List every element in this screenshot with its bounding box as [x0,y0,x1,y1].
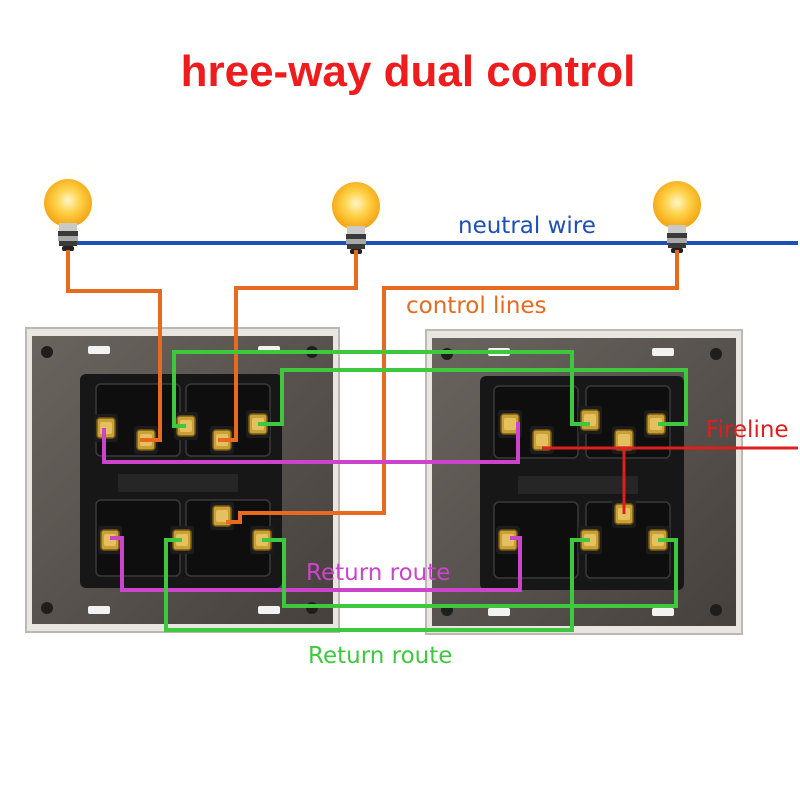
light-bulb-icon [30,165,106,251]
fireline [542,446,798,514]
switch-left [25,327,340,633]
diagram-title: hree-way dual control [181,47,636,96]
return-route-purple-label: Return route [306,560,450,586]
bulb-right [639,167,715,253]
return-route-green [164,350,688,632]
bulb-left [30,165,106,251]
return-route-green-label: Return route [308,643,452,669]
light-bulb-icon [639,167,715,253]
return-route-purple [102,422,522,592]
control-lines [66,250,679,524]
neutral-wire-label: neutral wire [458,213,596,239]
fireline-label: Fireline [706,417,789,443]
control-lines-label: control lines [406,293,547,319]
